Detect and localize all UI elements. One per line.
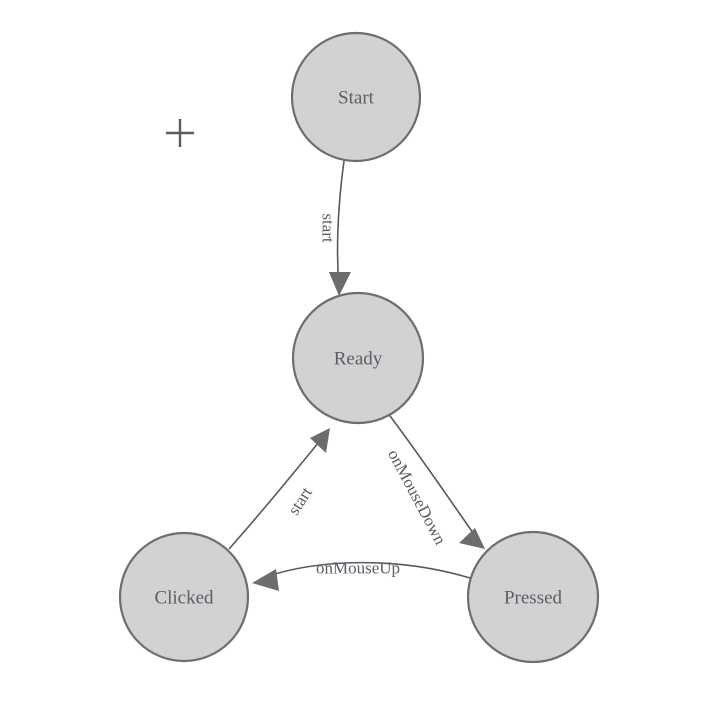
edge-label-clicked-to-ready: start bbox=[284, 483, 316, 518]
node-clicked-circle[interactable] bbox=[118, 531, 250, 663]
edge-label-start-to-ready: start bbox=[319, 213, 338, 243]
node-start-circle[interactable] bbox=[290, 31, 422, 163]
edge-pressed-to-clicked[interactable] bbox=[252, 561, 471, 591]
node-pressed-label: Pressed bbox=[504, 588, 563, 609]
edge-ready-to-pressed[interactable] bbox=[386, 411, 485, 549]
arrowhead-ready-to-pressed bbox=[459, 528, 485, 549]
arrowhead-start-to-ready bbox=[329, 272, 351, 296]
edge-path-pressed-to-clicked[interactable] bbox=[261, 561, 471, 579]
crosshair-icon[interactable] bbox=[166, 119, 194, 147]
node-ready-label: Ready bbox=[334, 349, 383, 370]
arrowhead-pressed-to-clicked bbox=[252, 569, 279, 591]
edge-label-pressed-to-clicked: onMouseUp bbox=[316, 559, 400, 578]
node-ready-circle[interactable] bbox=[291, 291, 425, 425]
node-ready[interactable]: Ready bbox=[291, 291, 425, 425]
node-pressed-circle[interactable] bbox=[466, 530, 600, 664]
edge-start-to-ready[interactable] bbox=[329, 160, 351, 296]
edge-clicked-to-ready[interactable] bbox=[228, 428, 330, 550]
arrowhead-clicked-to-ready bbox=[310, 428, 330, 453]
node-start[interactable]: Start bbox=[290, 31, 422, 163]
node-start-label: Start bbox=[338, 88, 375, 109]
node-clicked-label: Clicked bbox=[154, 588, 214, 609]
edge-path-ready-to-pressed[interactable] bbox=[386, 411, 479, 541]
edge-path-clicked-to-ready[interactable] bbox=[228, 436, 324, 550]
node-pressed[interactable]: Pressed bbox=[466, 530, 600, 664]
edge-path-start-to-ready[interactable] bbox=[336, 160, 345, 290]
node-clicked[interactable]: Clicked bbox=[118, 531, 250, 663]
edge-label-ready-to-pressed: onMouseDown bbox=[384, 446, 450, 548]
